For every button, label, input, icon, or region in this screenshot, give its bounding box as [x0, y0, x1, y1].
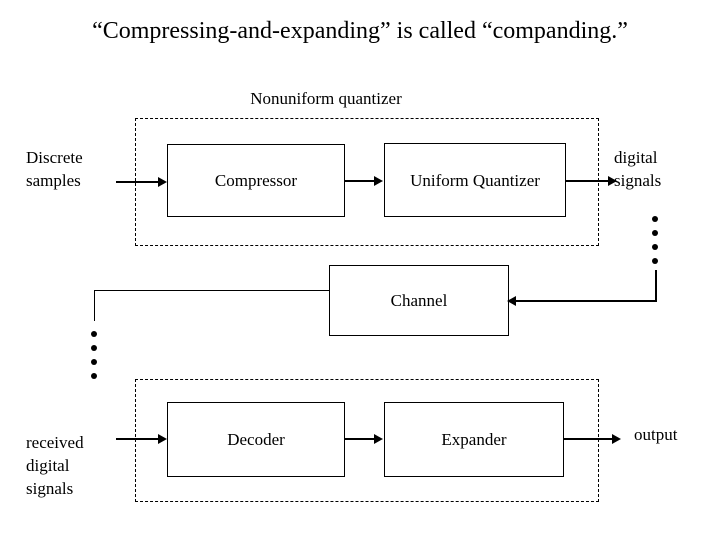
block-decoder[interactable]: Decoder	[167, 402, 345, 477]
dot	[652, 230, 658, 236]
vertical-ellipsis-right	[652, 216, 658, 272]
arrow-decoder-to-expander-head	[374, 434, 383, 444]
connector-to-channel-line	[516, 300, 657, 302]
arrow-samples-to-compressor-line	[116, 181, 160, 183]
group-label-nonuniform-quantizer: Nonuniform quantizer	[250, 89, 402, 108]
connector-channel-out-drop	[94, 290, 95, 321]
arrow-expander-to-output-line	[564, 438, 614, 440]
arrow-decoder-to-expander-line	[345, 438, 376, 440]
dot	[91, 345, 97, 351]
arrow-quantizer-to-digital-signals-head	[608, 176, 617, 186]
arrow-quantizer-to-digital-signals-line	[566, 180, 610, 182]
connector-digital-signals-drop	[655, 270, 657, 302]
connector-channel-out-line	[94, 290, 330, 291]
dot	[91, 359, 97, 365]
dot	[652, 258, 658, 264]
dot	[652, 244, 658, 250]
label-received-digital-signals: received digital signals	[26, 433, 84, 498]
label-discrete-samples: Discrete samples	[26, 148, 83, 190]
slide-title: “Compressing-and-expanding” is called “c…	[92, 18, 628, 44]
vertical-ellipsis-left	[91, 331, 97, 387]
arrow-received-to-decoder-head	[158, 434, 167, 444]
block-compressor[interactable]: Compressor	[167, 144, 345, 217]
arrow-compressor-to-quantizer-line	[345, 180, 376, 182]
arrow-received-to-decoder-line	[116, 438, 160, 440]
dot	[91, 331, 97, 337]
label-output: output	[634, 425, 678, 444]
arrow-compressor-to-quantizer-head	[374, 176, 383, 186]
arrow-expander-to-output-head	[612, 434, 621, 444]
dot	[91, 373, 97, 379]
arrow-samples-to-compressor-head	[158, 177, 167, 187]
label-digital-signals: digital signals	[614, 148, 662, 190]
dashed-group-decoder	[135, 379, 599, 502]
dot	[652, 216, 658, 222]
block-expander[interactable]: Expander	[384, 402, 564, 477]
block-channel[interactable]: Channel	[329, 265, 509, 336]
connector-to-channel-head	[507, 296, 516, 306]
block-uniform-quantizer[interactable]: Uniform Quantizer	[384, 143, 566, 217]
